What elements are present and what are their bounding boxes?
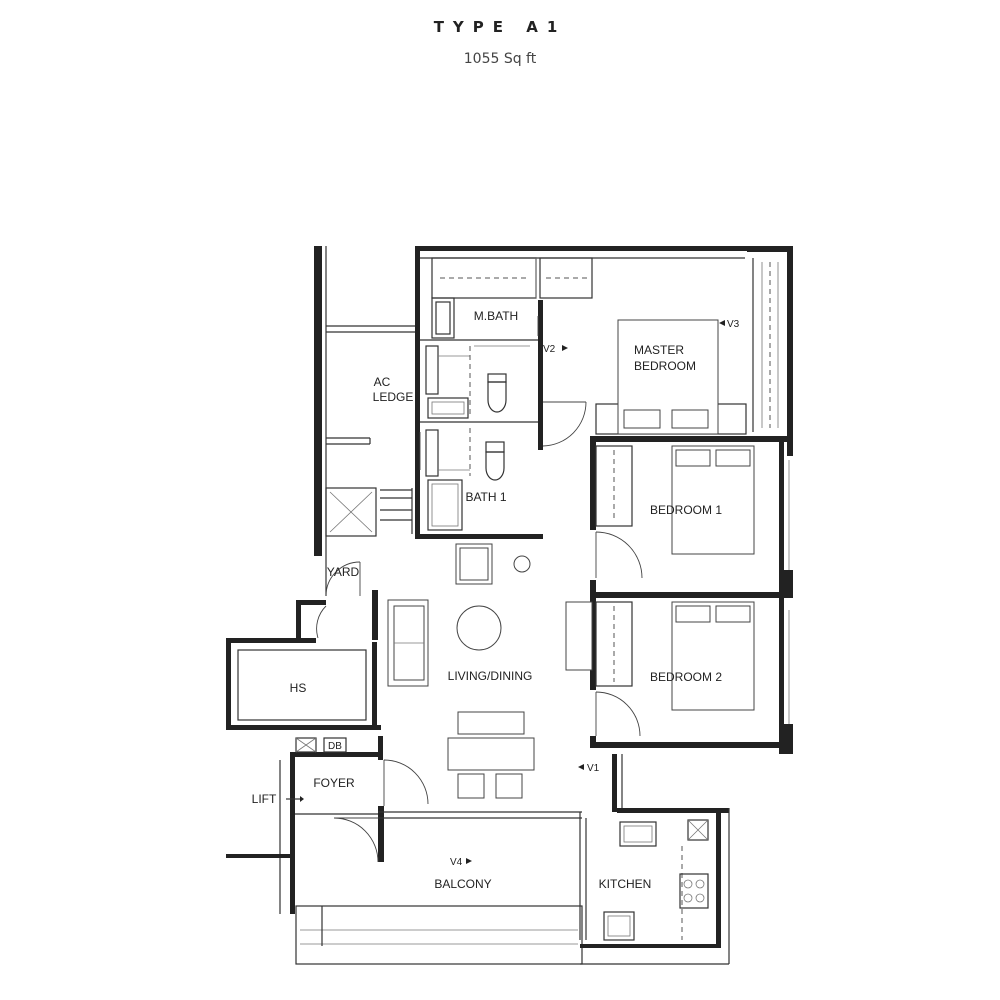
label-yard: YARD — [327, 565, 360, 579]
bath1-fixtures — [425, 428, 505, 531]
db-box — [295, 737, 347, 753]
label-living-dining: LIVING/DINING — [448, 669, 533, 683]
label-bedroom-2: BEDROOM 2 — [650, 670, 722, 684]
room-labels: M.BATH MASTER BEDROOM AC LEDGE BATH 1 BE… — [252, 309, 723, 891]
label-kitchen: KITCHEN — [599, 877, 652, 891]
beds — [617, 319, 755, 711]
unit-area: 1055 Sq ft — [463, 51, 537, 67]
label-lift: LIFT — [252, 792, 277, 806]
label-master-bedroom-1: MASTER — [634, 343, 684, 357]
mbath-fixtures — [425, 297, 530, 419]
label-v2: V2 — [543, 344, 556, 355]
living-furniture — [387, 543, 593, 799]
label-db: DB — [328, 741, 342, 752]
label-balcony: BALCONY — [434, 877, 491, 891]
kitchen-fixtures — [603, 819, 709, 941]
label-v3: V3 — [727, 319, 740, 330]
label-v1: V1 — [587, 763, 600, 774]
label-bath-1: BATH 1 — [465, 490, 506, 504]
label-m-bath: M.BATH — [474, 309, 518, 323]
label-ac-ledge-1: AC — [374, 375, 391, 389]
label-foyer: FOYER — [313, 776, 355, 790]
label-v4: V4 — [450, 857, 463, 868]
label-hs: HS — [290, 681, 307, 695]
label-master-bedroom-2: BEDROOM — [634, 359, 696, 373]
label-ac-ledge-2: LEDGE — [373, 390, 414, 404]
unit-type-title: TYPE A1 — [433, 18, 567, 36]
doors — [316, 316, 643, 863]
view-labels: V2 V3 V1 V4 — [450, 319, 740, 868]
view-markers — [286, 320, 725, 864]
label-bedroom-1: BEDROOM 1 — [650, 503, 722, 517]
